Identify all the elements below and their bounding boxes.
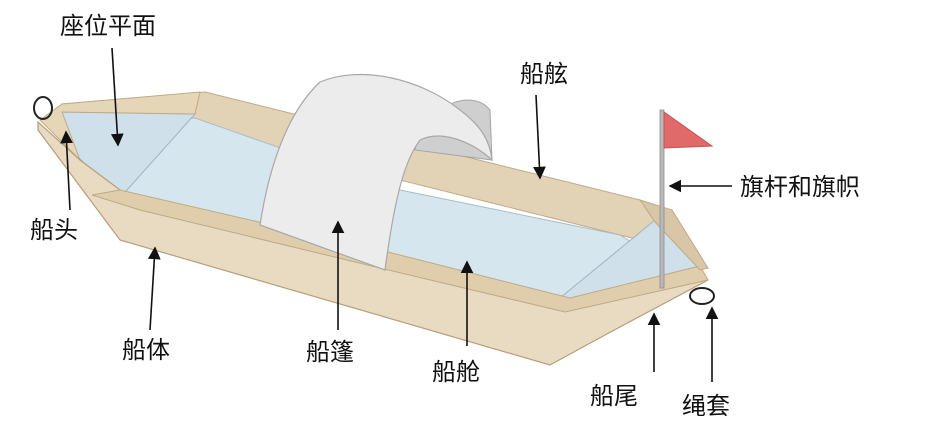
label-cabin: 船舱 bbox=[432, 358, 480, 386]
canopy bbox=[259, 73, 493, 271]
flag-pole bbox=[659, 109, 665, 289]
arrow-gunwale bbox=[533, 94, 546, 180]
flag-banner bbox=[663, 111, 714, 149]
stern-rope-loop-icon bbox=[689, 287, 715, 305]
near-hull-top-band bbox=[91, 189, 709, 313]
bow-rope-loop-icon bbox=[33, 96, 53, 120]
label-flag: 旗杆和旗帜 bbox=[740, 173, 860, 201]
arrow-seat-plane bbox=[110, 47, 124, 147]
label-bow: 船头 bbox=[30, 216, 78, 244]
label-seat-plane: 座位平面 bbox=[60, 12, 156, 40]
flag bbox=[659, 109, 714, 289]
label-stern: 船尾 bbox=[590, 382, 638, 410]
arrow-bow bbox=[60, 130, 73, 211]
canopy-arch bbox=[259, 73, 493, 271]
stern-end-cap bbox=[638, 199, 709, 271]
label-rope-loop: 绳套 bbox=[682, 392, 730, 420]
label-gunwale: 船舷 bbox=[520, 60, 568, 88]
label-canopy: 船篷 bbox=[306, 338, 354, 366]
arrow-hull bbox=[147, 246, 161, 331]
label-hull: 船体 bbox=[122, 336, 170, 364]
